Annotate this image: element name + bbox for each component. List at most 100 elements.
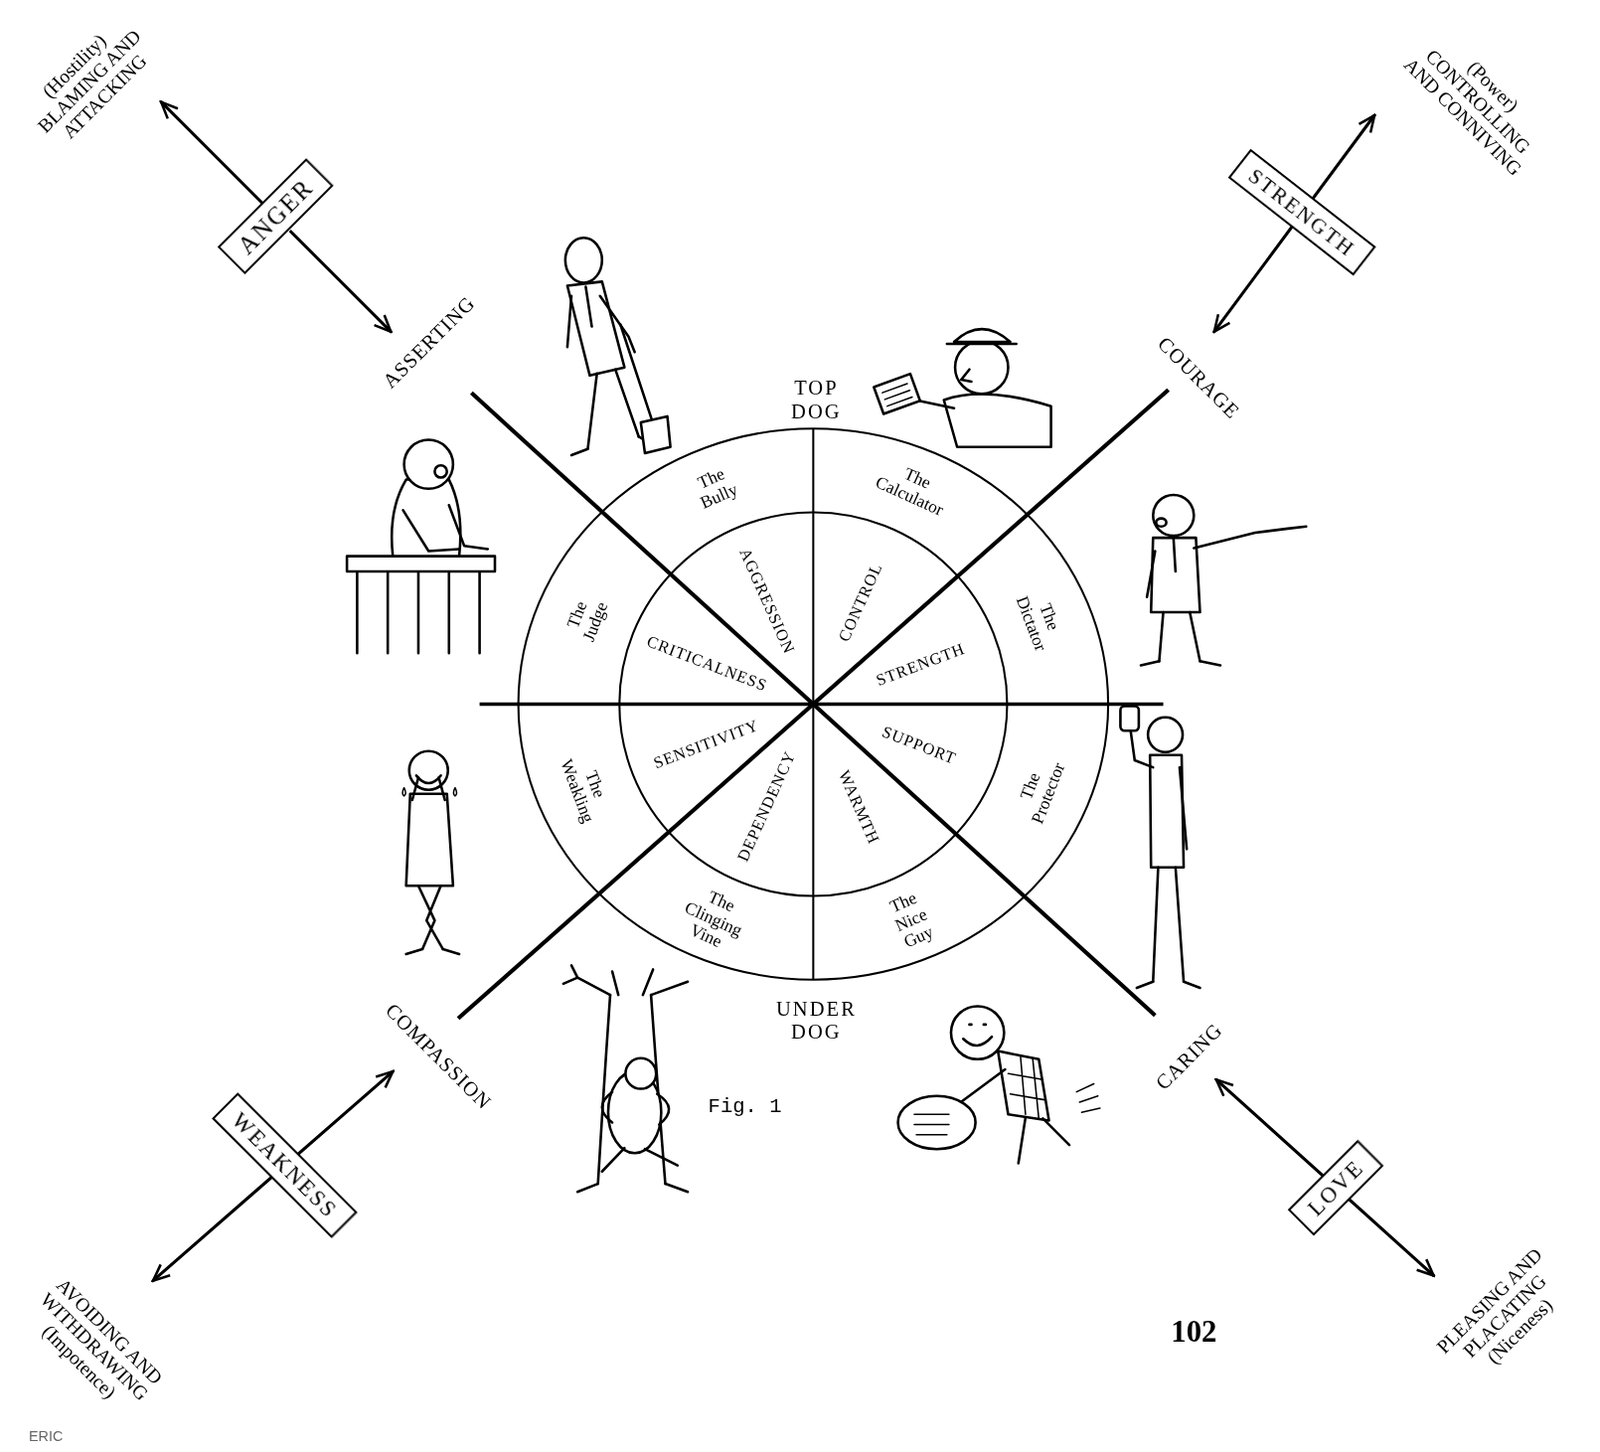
- calculator-figure: [873, 328, 1051, 448]
- trait-label: WARMTH: [834, 767, 885, 847]
- double-arrow: [160, 102, 391, 332]
- box-text: STRENGTH: [1243, 162, 1360, 263]
- bully-figure: [567, 296, 636, 352]
- calculator-figure: [944, 394, 1052, 448]
- calculator-figure: [882, 383, 913, 407]
- bully-figure: [567, 281, 626, 375]
- figure-caption: Fig. 1: [708, 1095, 783, 1120]
- bully-figure: [620, 324, 653, 425]
- calculator-figure: [955, 340, 1008, 394]
- dictator-figure: [1150, 537, 1200, 613]
- nice-guy-figure: [898, 1005, 1101, 1163]
- nice-guy-figure: [1076, 1083, 1101, 1113]
- role-label: The Bully: [689, 462, 741, 513]
- trait-label: STRENGTH: [872, 638, 967, 690]
- weakling-figure: [412, 777, 446, 800]
- protector-figure: [1147, 717, 1183, 753]
- protector-figure: [1120, 706, 1200, 988]
- weakling-figure: [409, 751, 449, 791]
- judge-figure: [403, 504, 488, 551]
- boxed-label: LOVE: [1287, 1139, 1385, 1237]
- trait-label: SUPPORT: [879, 721, 960, 769]
- protector-figure: [1120, 706, 1138, 732]
- role-label: The Calculator: [871, 456, 954, 521]
- quality-label: CARING: [1149, 1017, 1227, 1095]
- wheel: [480, 702, 1164, 707]
- behavior-label: PLEASING AND PLACATING (Niceness): [1428, 1239, 1582, 1393]
- clinging-vine-figure: [625, 1058, 656, 1090]
- weakling-figure: [402, 788, 457, 797]
- nice-guy-figure: [1018, 1117, 1070, 1163]
- bully-figure: [585, 287, 592, 327]
- position-label: UNDER DOG: [776, 996, 857, 1044]
- role-label: The Dictator: [1012, 586, 1069, 653]
- calculator-figure: [960, 369, 971, 382]
- nice-guy-figure: [1007, 1055, 1046, 1120]
- clinging-vine-figure: [563, 964, 688, 1192]
- judge-figure: [346, 556, 495, 572]
- clinging-vine-figure: [602, 1092, 669, 1125]
- dictator-figure: [1173, 537, 1176, 572]
- judge-figure: [434, 465, 447, 478]
- weakling-figure: [418, 885, 444, 950]
- dictator-figure: [1146, 550, 1155, 597]
- role-label: The Clinging Vine: [673, 881, 753, 960]
- clinging-vine-figure: [602, 1147, 678, 1172]
- page-number: 102: [1170, 1312, 1217, 1350]
- nice-guy-figure: [898, 1096, 976, 1149]
- weakling-figure: [402, 751, 460, 955]
- judge-figure: [391, 480, 461, 557]
- wheel: [458, 389, 1169, 1019]
- nice-guy-figure: [951, 1005, 1004, 1059]
- protector-figure: [1179, 767, 1187, 849]
- double-arrow: [153, 1071, 393, 1280]
- double-arrow: [1216, 1079, 1435, 1276]
- trait-label: CONTROL: [833, 559, 887, 644]
- nice-guy-figure: [914, 1114, 950, 1135]
- double-arrow: [153, 102, 1435, 1281]
- nice-guy-figure: [962, 1036, 992, 1046]
- weakling-figure: [406, 794, 454, 886]
- boxed-label: STRENGTH: [1228, 149, 1377, 277]
- bully-figure: [565, 237, 671, 456]
- trait-label: CRITICALNESS: [643, 632, 771, 697]
- role-label: The Nice Guy: [884, 888, 938, 955]
- role-label: The Weakling: [556, 750, 616, 826]
- dictator-figure: [1193, 526, 1306, 549]
- nice-guy-figure: [997, 1051, 1049, 1121]
- role-label: The Judge: [561, 593, 612, 645]
- boxed-label: WEAKNESS: [211, 1092, 358, 1239]
- behavior-label: (Hostility) BLAMING AND ATTACKING: [12, 4, 166, 159]
- watermark: ERIC: [28, 1428, 63, 1445]
- position-label: TOP DOG: [791, 376, 842, 424]
- weakling-figure: [406, 949, 460, 955]
- bully-figure: [640, 416, 671, 454]
- behavior-label: (Power) CONTROLLING AND CONNIVING: [1395, 19, 1560, 184]
- behavior-label: AVOIDING AND WITHDRAWING (Impotence): [13, 1267, 175, 1429]
- clinging-vine-figure: [563, 964, 688, 995]
- judge-figure: [404, 440, 454, 489]
- quality-label: COURAGE: [1152, 331, 1246, 425]
- protector-figure: [1136, 981, 1201, 988]
- quality-label: COMPASSION: [380, 997, 497, 1115]
- dictator-figure: [1140, 660, 1221, 665]
- quality-label: ASSERTING: [377, 290, 480, 393]
- judge-figure: [356, 571, 480, 653]
- protector-figure: [1149, 755, 1184, 868]
- protector-figure: [1152, 867, 1184, 982]
- dictator-figure: [1158, 612, 1200, 661]
- calculator-figure: [947, 342, 1017, 346]
- weakling-figure: [416, 775, 442, 784]
- calculator-figure: [954, 328, 1010, 342]
- judge-figure: [346, 440, 495, 654]
- dictator-figure: [1140, 494, 1306, 665]
- clinging-vine-figure: [577, 1183, 688, 1192]
- role-label: The Protector: [1010, 753, 1070, 827]
- dictator-figure: [1152, 494, 1194, 536]
- bully-figure: [565, 237, 603, 283]
- protector-figure: [1130, 730, 1154, 768]
- wheel: [458, 389, 1169, 1019]
- bully-figure: [587, 369, 639, 450]
